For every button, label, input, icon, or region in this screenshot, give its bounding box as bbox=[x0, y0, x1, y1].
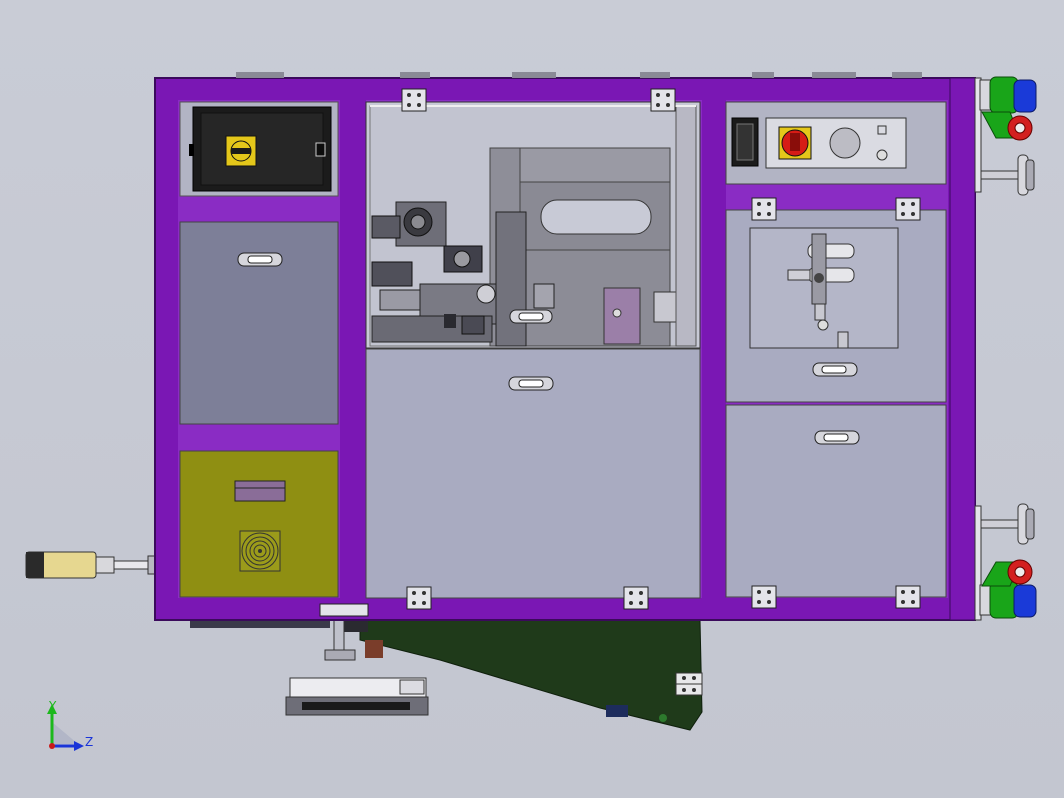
reset-button-icon[interactable] bbox=[876, 149, 888, 161]
disconnect-switch-icon[interactable] bbox=[225, 135, 257, 167]
center-window bbox=[365, 101, 701, 349]
caster-wheel-icon bbox=[979, 76, 1037, 141]
control-panel bbox=[725, 101, 947, 185]
drawer-handle-icon[interactable] bbox=[234, 480, 286, 502]
left-olive-drawer[interactable] bbox=[179, 450, 339, 598]
coordinate-triad: Y Z bbox=[47, 699, 93, 751]
leveling-foot-icon bbox=[285, 603, 429, 716]
right-lower-door[interactable] bbox=[725, 404, 947, 598]
door-handle-icon[interactable] bbox=[814, 430, 860, 445]
emergency-stop-icon[interactable] bbox=[778, 126, 812, 160]
right-pneumatic-door[interactable] bbox=[725, 209, 947, 403]
base-platform bbox=[190, 618, 703, 731]
triad-y-label: Y bbox=[48, 699, 57, 713]
signal-light-icon bbox=[25, 551, 157, 579]
door-handle-icon[interactable] bbox=[237, 252, 283, 267]
pilot-lamp-icon bbox=[829, 127, 861, 159]
triad-z-label: Z bbox=[85, 735, 93, 749]
electrical-box bbox=[179, 101, 339, 197]
fan-grille-icon bbox=[239, 530, 281, 572]
indicator-icon bbox=[877, 125, 887, 135]
door-handle-icon[interactable] bbox=[812, 362, 858, 377]
caster-wheel-icon bbox=[979, 559, 1037, 619]
center-lower-door[interactable] bbox=[365, 348, 701, 599]
left-upper-door[interactable] bbox=[179, 221, 339, 425]
air-regulator-icon bbox=[787, 233, 855, 331]
door-handle-icon[interactable] bbox=[508, 376, 554, 391]
door-handle-icon[interactable] bbox=[509, 309, 553, 324]
leveling-foot-icon bbox=[980, 154, 1035, 545]
